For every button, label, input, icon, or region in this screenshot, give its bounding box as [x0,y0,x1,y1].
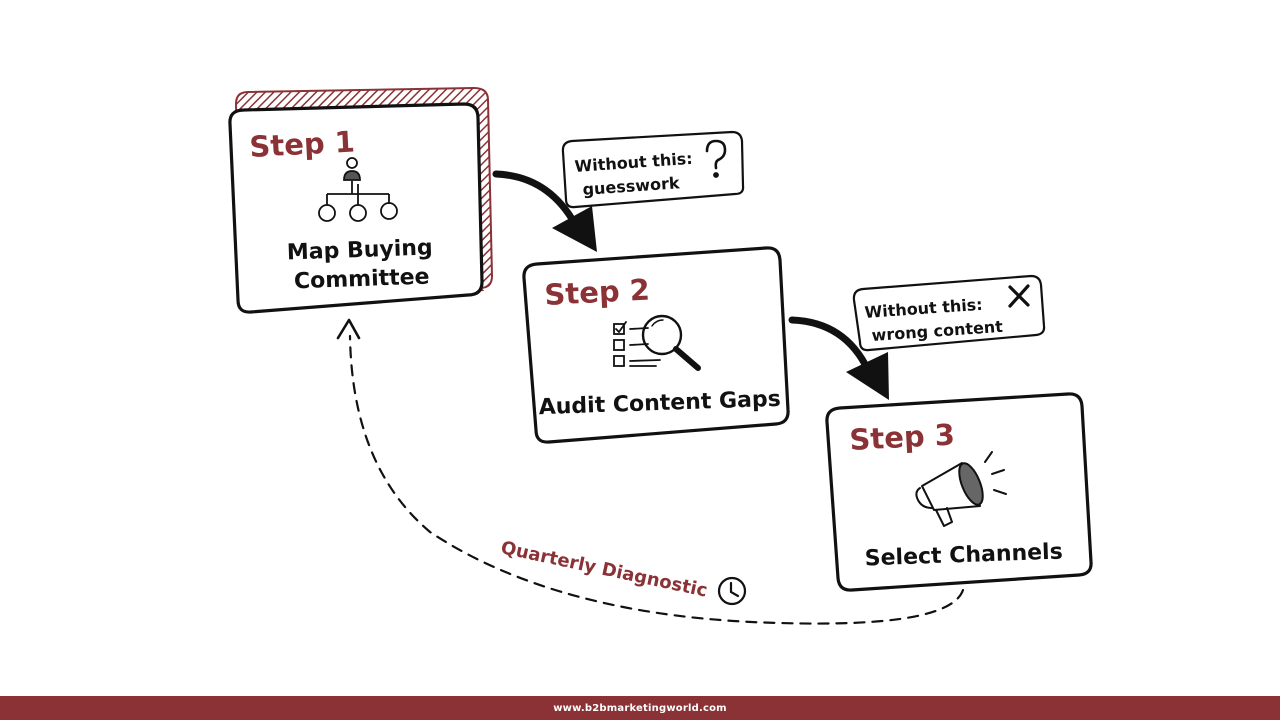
step-2-box [522,246,790,444]
org-chart-icon [318,157,398,222]
step-1-title-line-1: Map Buying [286,235,433,265]
feedback-loop-path [348,334,965,625]
step-3-card: Step 3 Select Channels [825,392,1093,592]
step-1-box [228,102,484,314]
step-1-card: Step 1 Map Buying Committee [228,86,494,314]
warning-callout-1: Without this: guesswork [561,130,745,209]
loop-label: Quarterly Diagnostic [499,537,709,601]
megaphone-icon [915,451,1007,527]
clock-icon [717,576,747,606]
checklist-magnifier-icon [613,314,701,371]
x-mark-icon [1008,284,1030,308]
step-1-label: Step 1 [249,125,356,164]
arrow-step1-to-step2 [492,170,597,252]
step-2-card: Step 2 Audit Content Gaps [522,246,790,444]
step-1-title-line-2: Committee [294,265,430,295]
question-mark-icon [705,139,727,178]
arrow-step2-to-step3 [788,316,889,400]
footer-bar: www.b2bmarketingworld.com [0,696,1280,720]
feedback-loop-arrowhead [336,318,361,340]
warning-callout-2: Without this: wrong content [852,274,1046,352]
step-3-label: Step 3 [849,418,956,457]
footer-url[interactable]: www.b2bmarketingworld.com [553,702,727,714]
step-2-label: Step 2 [544,273,651,312]
